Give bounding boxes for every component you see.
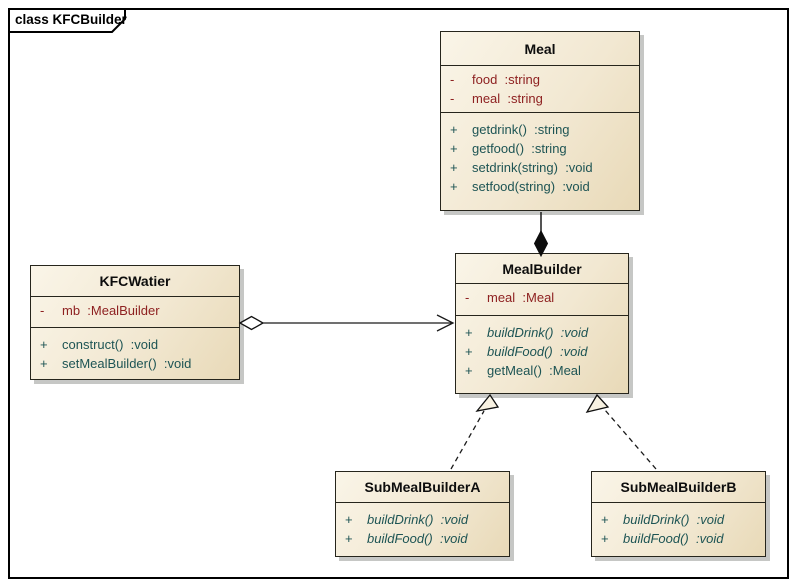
method-row: + buildDrink() :void <box>592 510 765 529</box>
method-row: + getdrink() :string <box>441 120 639 139</box>
visibility-marker: + <box>450 160 458 175</box>
methods-compartment: + buildDrink() :void + buildFood() :void <box>592 502 765 555</box>
visibility-marker: + <box>465 325 473 340</box>
visibility-marker: + <box>601 512 609 527</box>
method-row: + setMealBuilder() :void <box>31 354 239 373</box>
visibility-marker: + <box>40 337 48 352</box>
attribute-text: meal :Meal <box>487 290 555 305</box>
method-text: buildDrink() :void <box>623 512 725 527</box>
visibility-marker: + <box>450 122 458 137</box>
visibility-marker: + <box>345 531 353 546</box>
visibility-marker: - <box>465 290 470 305</box>
method-text: getMeal() :Meal <box>487 363 581 378</box>
method-text: getdrink() :string <box>472 122 570 137</box>
attribute-row: - food :string <box>441 70 639 89</box>
method-text: setdrink(string) :void <box>472 160 593 175</box>
method-text: setMealBuilder() :void <box>62 356 192 371</box>
method-row: + construct() :void <box>31 335 239 354</box>
class-name: Meal <box>524 40 556 57</box>
class-box-meal: Meal - food :string - meal :string + get… <box>440 31 640 211</box>
attribute-text: food :string <box>472 72 540 87</box>
method-text: getfood() :string <box>472 141 567 156</box>
attribute-text: mb :MealBuilder <box>62 303 160 318</box>
attribute-text: meal :string <box>472 91 543 106</box>
methods-compartment: + buildDrink() :void + buildFood() :void <box>336 502 509 555</box>
visibility-marker: - <box>450 72 455 87</box>
method-row: + buildDrink() :void <box>336 510 509 529</box>
method-text: buildFood() :void <box>623 531 724 546</box>
class-box-submealbuilderb: SubMealBuilderB + buildDrink() :void + b… <box>591 471 766 557</box>
class-box-submealbuildera: SubMealBuilderA + buildDrink() :void + b… <box>335 471 510 557</box>
visibility-marker: - <box>40 303 45 318</box>
visibility-marker: + <box>345 512 353 527</box>
attributes-compartment: - mb :MealBuilder <box>31 296 239 327</box>
attribute-row: - meal :Meal <box>456 288 628 307</box>
methods-compartment: + construct() :void + setMealBuilder() :… <box>31 327 239 378</box>
visibility-marker: + <box>40 356 48 371</box>
method-row: + buildFood() :void <box>336 529 509 548</box>
method-row: + getMeal() :Meal <box>456 361 628 380</box>
method-row: + buildFood() :void <box>592 529 765 548</box>
method-row: + setdrink(string) :void <box>441 158 639 177</box>
class-name: MealBuilder <box>502 260 582 277</box>
method-text: buildDrink() :void <box>487 325 589 340</box>
method-text: construct() :void <box>62 337 159 352</box>
diagram-frame-title: class KFCBuilder <box>15 12 127 27</box>
attributes-compartment: - food :string - meal :string <box>441 65 639 112</box>
class-name: KFCWatier <box>99 273 171 289</box>
class-box-kfcwatier: KFCWatier - mb :MealBuilder + construct(… <box>30 265 240 380</box>
class-name: SubMealBuilderB <box>620 479 737 495</box>
method-row: + setfood(string) :void <box>441 177 639 196</box>
attribute-row: - meal :string <box>441 89 639 108</box>
methods-compartment: + getdrink() :string + getfood() :string… <box>441 112 639 209</box>
method-row: + getfood() :string <box>441 139 639 158</box>
class-box-mealbuilder: MealBuilder - meal :Meal + buildDrink() … <box>455 253 629 394</box>
attributes-compartment: - meal :Meal <box>456 283 628 315</box>
visibility-marker: - <box>450 91 455 106</box>
class-name: SubMealBuilderA <box>364 479 481 495</box>
method-text: buildDrink() :void <box>367 512 469 527</box>
visibility-marker: + <box>450 179 458 194</box>
visibility-marker: + <box>601 531 609 546</box>
visibility-marker: + <box>465 363 473 378</box>
method-row: + buildFood() :void <box>456 342 628 361</box>
visibility-marker: + <box>465 344 473 359</box>
method-text: buildFood() :void <box>487 344 588 359</box>
attribute-row: - mb :MealBuilder <box>31 301 239 320</box>
visibility-marker: + <box>450 141 458 156</box>
methods-compartment: + buildDrink() :void + buildFood() :void… <box>456 315 628 392</box>
method-text: setfood(string) :void <box>472 179 590 194</box>
method-text: buildFood() :void <box>367 531 468 546</box>
method-row: + buildDrink() :void <box>456 323 628 342</box>
